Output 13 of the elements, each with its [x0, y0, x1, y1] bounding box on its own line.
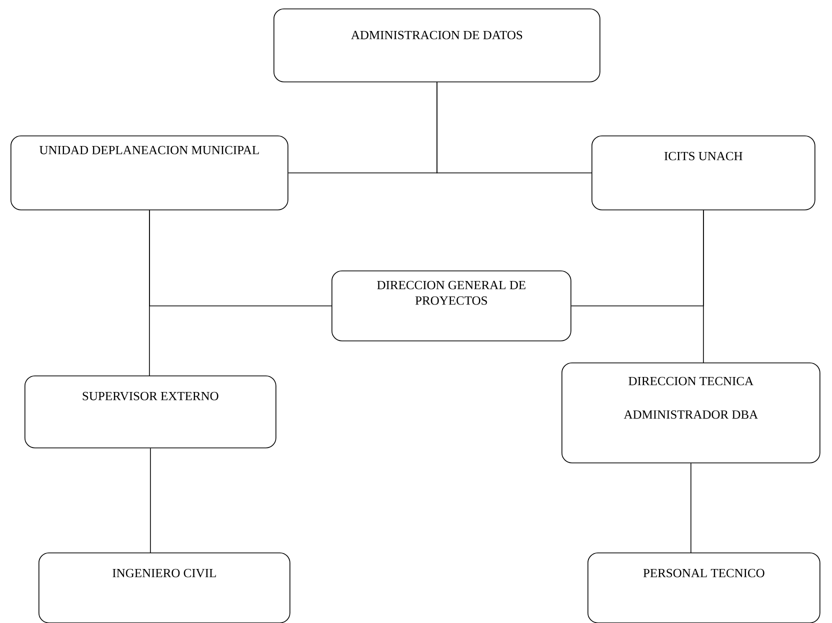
connector-line [150, 448, 151, 553]
connector-line [149, 210, 150, 376]
org-box: DIRECCION TECNICA ADMINISTRADOR DBA [562, 362, 820, 464]
org-box: DIRECCION GENERAL DE PROYECTOS [332, 270, 572, 342]
connector-line [690, 462, 692, 553]
connector-line [436, 82, 592, 174]
org-box: SUPERVISOR EXTERNO [24, 376, 276, 448]
org-box: UNIDAD DEPLANEACION MUNICIPAL [10, 136, 288, 210]
org-box: INGENIERO CIVIL [38, 552, 290, 623]
org-box: PERSONAL TECNICO [588, 552, 820, 623]
connector-line [703, 210, 704, 363]
org-box: ICITS UNACH [592, 136, 816, 210]
org-box: ADMINISTRACION DE DATOS [274, 8, 600, 82]
